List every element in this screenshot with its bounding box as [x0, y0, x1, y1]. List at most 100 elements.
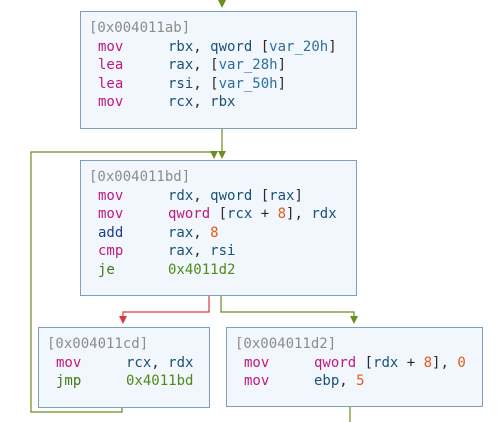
operand-token-reg: rcx: [227, 206, 253, 222]
operand-token-reg: rdx: [168, 187, 194, 204]
instruction-row[interactable]: cmp rax, rsi: [81, 242, 356, 261]
operand-token-pun: ,: [193, 224, 211, 241]
instruction-row[interactable]: mov rcx, rdx: [39, 354, 209, 373]
instruction-operands: rcx, rbx: [168, 93, 235, 112]
edge-false-branch: [119, 296, 210, 324]
operand-token-pun: ]: [277, 57, 287, 73]
instruction-mnemonic: mov: [98, 187, 124, 204]
instruction-mnemonic: cmp: [98, 243, 124, 259]
operand-token-reg: rsi: [210, 243, 236, 259]
operand-token-pun: ,: [193, 243, 211, 259]
instruction-row[interactable]: jmp 0x4011bd: [39, 372, 209, 391]
instruction-mnemonic: mov: [98, 206, 124, 222]
instruction-mnemonic: mov: [244, 373, 270, 389]
instruction-row[interactable]: lea rax, [var_28h]: [81, 56, 356, 75]
instruction-mnemonic: mov: [98, 38, 124, 55]
instruction-row[interactable]: mov rcx, rbx: [81, 93, 356, 112]
operand-token-kw: qword: [314, 354, 365, 371]
operand-token-reg: qword: [210, 38, 261, 55]
operand-token-reg: rdx: [373, 354, 399, 371]
instruction-operands: 0x4011bd: [126, 372, 193, 391]
operand-token-reg: rdx: [168, 354, 194, 371]
instruction-operands: rsi, [var_50h]: [168, 75, 286, 94]
instruction-operands: rax, 8: [168, 224, 219, 243]
operand-token-pun: ]: [328, 38, 337, 55]
operand-token-reg: rsi: [168, 75, 194, 92]
operand-token-pun: , [: [193, 75, 219, 92]
instruction-mnemonic: add: [98, 224, 124, 241]
operand-token-reg: rcx: [126, 354, 152, 371]
operand-token-pun: ,: [193, 38, 211, 55]
instruction-row[interactable]: mov rdx, qword [rax]: [81, 187, 356, 206]
operand-token-pun: ],: [286, 206, 312, 222]
block-address: [0x004011d2]: [235, 336, 337, 352]
operand-token-pun: ,: [193, 187, 211, 204]
operand-token-reg: rbx: [210, 94, 236, 110]
basic-block-004011cd[interactable]: [0x004011cd] mov rcx, rdx jmp 0x4011bd: [38, 327, 210, 408]
operand-token-reg: rax: [168, 57, 194, 73]
operand-token-reg: rax: [269, 187, 295, 204]
operand-token-reg: rax: [168, 224, 194, 241]
instruction-row[interactable]: mov rbx, qword [var_20h]: [81, 38, 356, 57]
operand-token-num: 8: [423, 354, 433, 371]
instruction-operands: rbx, qword [var_20h]: [168, 38, 337, 57]
operand-token-var: var_20h: [269, 38, 329, 55]
operand-token-pun: ]: [294, 187, 303, 204]
instruction-row[interactable]: lea rsi, [var_50h]: [81, 75, 356, 94]
instruction-operands: rdx, qword [rax]: [168, 187, 303, 206]
edge-true-branch: [220, 296, 358, 324]
operand-token-addr: 0x4011d2: [168, 261, 236, 278]
instruction-row[interactable]: mov qword [rcx + 8], rdx: [81, 205, 356, 224]
operand-token-var: var_28h: [218, 57, 278, 73]
operand-token-pun: , [: [193, 57, 219, 73]
instruction-operands: qword [rdx + 8], 0: [314, 354, 466, 373]
instruction-row[interactable]: add rax, 8: [81, 224, 356, 243]
operand-token-reg: rax: [168, 243, 194, 259]
instruction-mnemonic: lea: [98, 75, 124, 92]
operand-token-reg: rbx: [168, 38, 194, 55]
operand-token-pun: [: [218, 206, 228, 222]
instruction-operands: rcx, rdx: [126, 354, 193, 373]
instruction-operands: 0x4011d2: [168, 261, 235, 280]
operand-token-reg: rdx: [311, 206, 337, 222]
operand-token-pun: [: [260, 187, 270, 204]
operand-token-num: 8: [210, 224, 219, 241]
instruction-operands: rax, rsi: [168, 242, 235, 261]
instruction-mnemonic: lea: [98, 57, 124, 73]
operand-token-pun: +: [252, 206, 278, 222]
operand-token-reg: qword: [210, 187, 261, 204]
instruction-mnemonic: mov: [56, 354, 82, 371]
instruction-row[interactable]: je 0x4011d2: [81, 261, 356, 280]
operand-token-pun: [: [364, 354, 374, 371]
edge-loop-back: [30, 151, 218, 413]
instruction-row[interactable]: mov ebp, 5: [227, 372, 482, 391]
operand-token-pun: [: [260, 38, 270, 55]
operand-token-num: 8: [277, 206, 287, 222]
operand-token-reg: rcx: [168, 94, 194, 110]
operand-token-pun: ]: [277, 75, 287, 92]
operand-token-kw: qword: [168, 206, 219, 222]
instruction-mnemonic: jmp: [56, 373, 82, 389]
operand-token-pun: ,: [193, 94, 211, 110]
operand-token-pun: ],: [432, 354, 458, 371]
instruction-mnemonic: je: [98, 261, 115, 278]
instruction-operands: rax, [var_28h]: [168, 56, 286, 75]
block-address: [0x004011bd]: [89, 169, 191, 185]
operand-token-pun: ,: [151, 354, 169, 371]
block-address: [0x004011cd]: [47, 336, 149, 352]
operand-token-num: 0: [457, 354, 466, 371]
operand-token-var: var_50h: [218, 75, 278, 92]
operand-token-reg: ebp: [314, 373, 340, 389]
operand-token-pun: ,: [339, 373, 357, 389]
operand-token-num: 5: [356, 373, 365, 389]
instruction-mnemonic: mov: [98, 94, 124, 110]
instruction-operands: ebp, 5: [314, 372, 365, 391]
block-address: [0x004011ab]: [89, 20, 191, 36]
instruction-operands: qword [rcx + 8], rdx: [168, 205, 337, 224]
operand-token-pun: +: [398, 354, 424, 371]
